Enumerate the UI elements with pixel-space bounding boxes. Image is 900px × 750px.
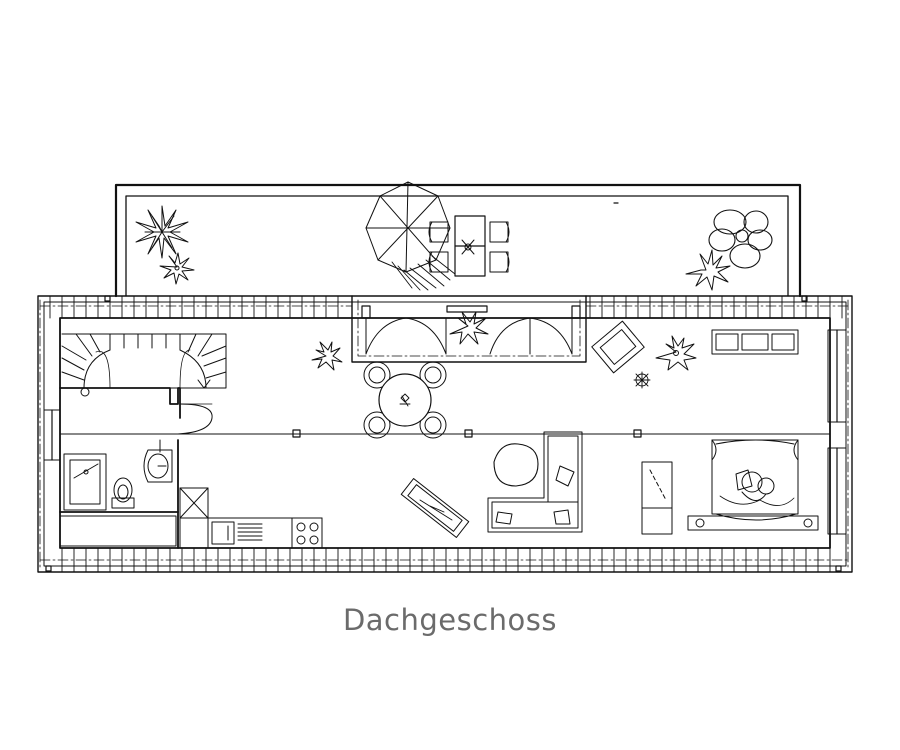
- sideboard: [711, 329, 799, 355]
- terrace-chairs: [428, 221, 510, 273]
- outer-walls: [37, 295, 853, 573]
- washbasin: [143, 439, 173, 483]
- plan-caption: Dachgeschoss: [342, 603, 558, 637]
- terrace: [114, 183, 802, 298]
- lounge-chair: [641, 461, 673, 535]
- plant-living-right: [655, 335, 697, 371]
- bathroom: [59, 387, 213, 549]
- staircase: [61, 333, 227, 397]
- floor-plan: [37, 181, 853, 573]
- bath-cabinet: [59, 515, 177, 547]
- plant-terrace-small: [159, 252, 195, 285]
- terrace-table: [454, 215, 486, 277]
- shower: [63, 453, 107, 511]
- sink: [211, 521, 263, 545]
- double-bed: [687, 439, 819, 531]
- coffee-table: [400, 478, 470, 538]
- dormer: [351, 295, 587, 363]
- toilet: [111, 477, 135, 509]
- dining-table: [378, 373, 432, 427]
- sun-umbrella: [365, 181, 456, 291]
- armchair: [591, 320, 645, 374]
- plant-living-small: [311, 341, 343, 371]
- round-rug: [493, 443, 539, 487]
- side-table-round: [633, 371, 651, 389]
- cooktop: [291, 517, 323, 549]
- dining-chairs: [363, 361, 447, 439]
- plant-terrace-right: [685, 249, 731, 291]
- plant-terrace-left: [135, 205, 189, 259]
- sofa-l-shaped: [487, 431, 583, 533]
- flower-terrace-right: [708, 209, 773, 269]
